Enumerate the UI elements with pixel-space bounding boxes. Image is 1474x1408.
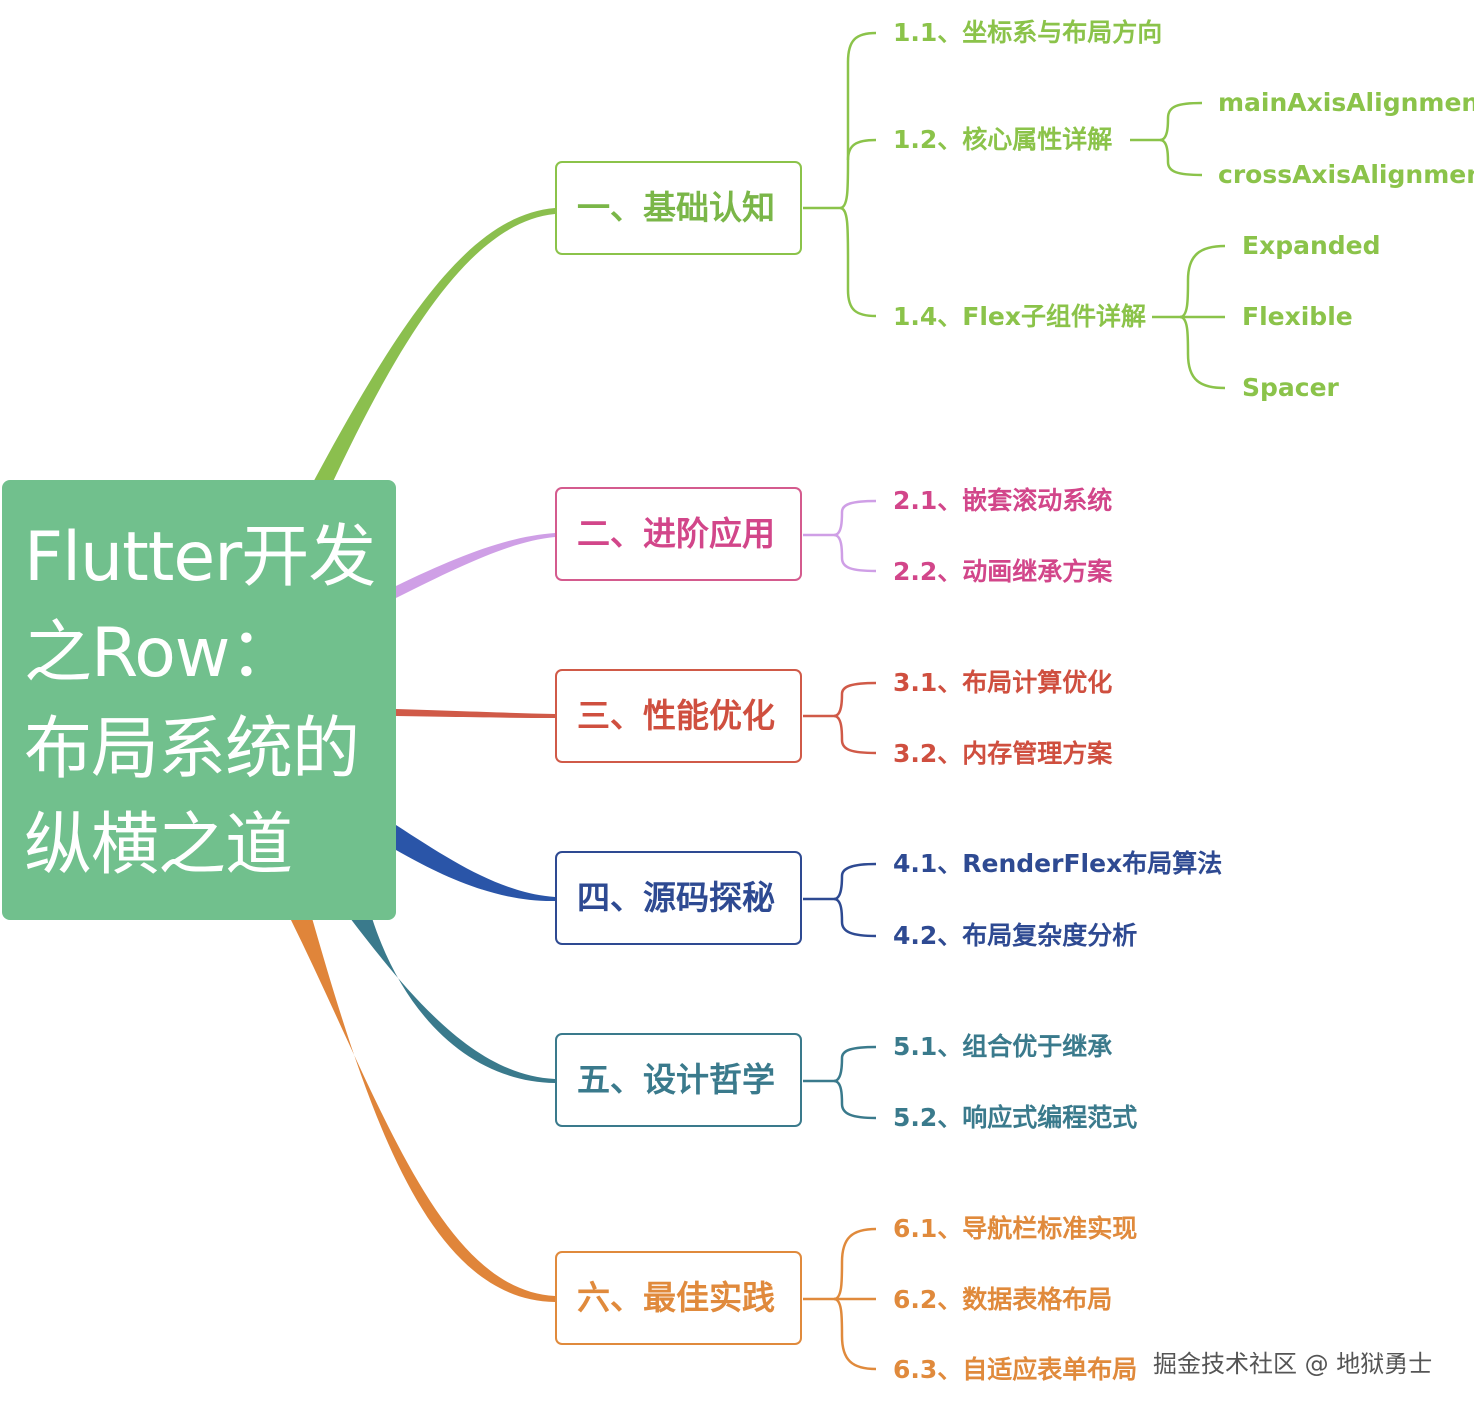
branch-link-5 [350,918,555,1083]
branch-1-connectors [803,31,1226,390]
branch-link-1 [310,208,555,488]
root-node[interactable]: Flutter开发 之Row： 布局系统的 纵横之道 [2,480,396,920]
leaf-2-1[interactable]: 2.1、嵌套滚动系统 [893,486,1113,515]
leaf-cross-axis-alignment[interactable]: crossAxisAlignment [1218,160,1474,189]
leaf-6-1[interactable]: 6.1、导航栏标准实现 [893,1214,1138,1243]
branch-5-connectors [803,1045,877,1120]
branch-node-practice[interactable]: 六、最佳实践 [555,1251,802,1345]
branch-node-basics[interactable]: 一、基础认知 [555,161,802,255]
leaf-1-1[interactable]: 1.1、坐标系与布局方向 [893,18,1163,47]
root-title-line-1: Flutter开发 [24,518,376,597]
branch-2-connectors [803,499,877,573]
branch-link-3 [396,709,555,718]
branch-link-4 [396,825,555,902]
leaf-main-axis-alignment[interactable]: mainAxisAlignment [1218,88,1474,117]
branch-node-source[interactable]: 四、源码探秘 [555,851,802,945]
branch-link-2 [396,533,555,598]
leaf-1-4[interactable]: 1.4、Flex子组件详解 [893,302,1147,331]
leaf-5-2[interactable]: 5.2、响应式编程范式 [893,1103,1138,1132]
leaf-2-2[interactable]: 2.2、动画继承方案 [893,557,1113,586]
leaf-6-3[interactable]: 6.3、自适应表单布局 [893,1355,1138,1384]
leaf-3-1[interactable]: 3.1、布局计算优化 [893,668,1113,697]
root-title-line-2: 之Row： [24,614,297,693]
root-title-line-3: 布局系统的 [24,710,360,789]
leaf-spacer[interactable]: Spacer [1242,373,1339,402]
branch-link-6 [290,918,555,1302]
branch-node-design[interactable]: 五、设计哲学 [555,1033,802,1127]
leaf-flexible[interactable]: Flexible [1242,302,1353,331]
branch-node-performance[interactable]: 三、性能优化 [555,669,802,763]
leaf-expanded[interactable]: Expanded [1242,231,1381,260]
branch-6-connectors [803,1227,877,1371]
leaf-1-2[interactable]: 1.2、核心属性详解 [893,125,1113,154]
branch-3-connectors [803,681,877,755]
leaf-5-1[interactable]: 5.1、组合优于继承 [893,1032,1113,1061]
leaf-4-2[interactable]: 4.2、布局复杂度分析 [893,921,1138,950]
branch-4-connectors [803,862,877,938]
watermark: 掘金技术社区 @ 地狱勇士 [1153,1350,1433,1378]
root-title-line-4: 纵横之道 [24,806,293,885]
branch-node-advanced[interactable]: 二、进阶应用 [555,487,802,581]
leaf-4-1[interactable]: 4.1、RenderFlex布局算法 [893,849,1223,878]
leaf-3-2[interactable]: 3.2、内存管理方案 [893,739,1113,768]
leaf-6-2[interactable]: 6.2、数据表格布局 [893,1285,1113,1314]
